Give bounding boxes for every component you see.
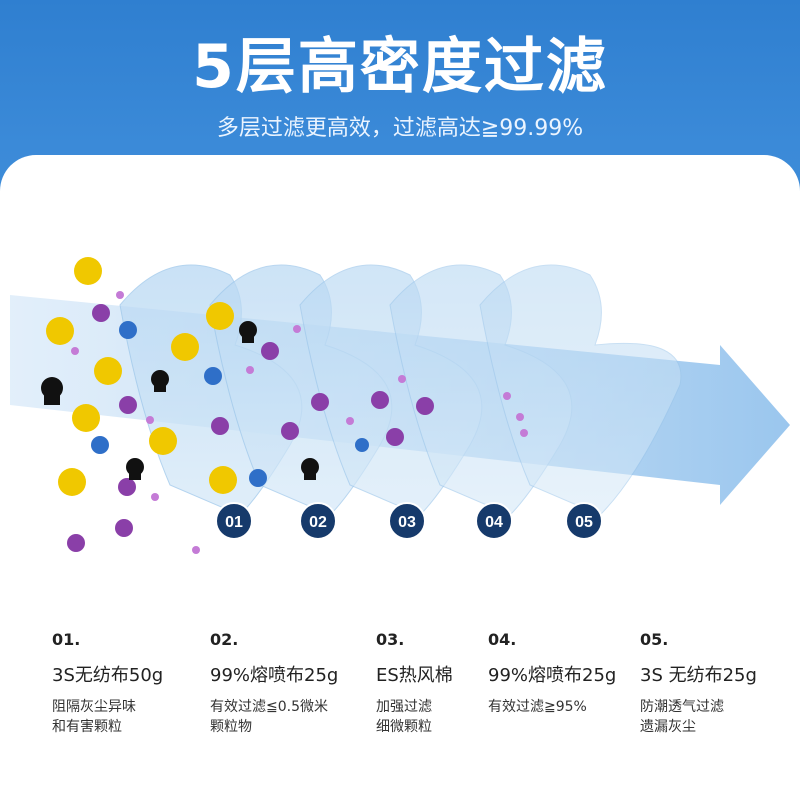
layer-badge-05 bbox=[565, 502, 603, 540]
layer-number: 03. bbox=[376, 630, 405, 649]
layer-badge-01 bbox=[215, 502, 253, 540]
pollen-particle bbox=[211, 417, 229, 435]
dust-particle bbox=[74, 257, 102, 285]
layer-badge-04 bbox=[475, 502, 513, 540]
pollen-particle bbox=[92, 304, 110, 322]
mask-layer-5 bbox=[479, 264, 682, 516]
layer-badge-04-label: 04 bbox=[485, 514, 503, 531]
virus-skull-icon bbox=[41, 321, 319, 480]
layer-info-01: 01. 3S无纺布50g 阻隔灰尘异味 和有害颗粒 bbox=[52, 630, 202, 737]
dust-particle bbox=[171, 333, 199, 361]
layer-info-03: 03. ES热风棉 加强过滤 细微颗粒 bbox=[376, 630, 526, 737]
layer-description: 加强过滤 细微颗粒 bbox=[376, 699, 432, 735]
layer-badge-01-label: 01 bbox=[225, 514, 243, 531]
layer-number: 02. bbox=[210, 630, 239, 649]
pollen-particle bbox=[281, 422, 299, 440]
dust-particle bbox=[149, 427, 177, 455]
pollen-particle bbox=[416, 397, 434, 415]
page-title: 5层高密度过滤 bbox=[192, 32, 608, 102]
page-subtitle: 多层过滤更高效，过滤高达≧99.99% bbox=[216, 116, 584, 141]
layer-name: 3S 无纺布25g bbox=[640, 665, 757, 686]
pollen-particle bbox=[311, 393, 329, 411]
layer-description: 有效过滤≧95% bbox=[488, 699, 587, 715]
pollen-particle bbox=[67, 534, 85, 552]
dust-particle bbox=[46, 317, 74, 345]
layer-description: 防潮透气过滤 遗漏灰尘 bbox=[640, 699, 724, 735]
dust-particle bbox=[72, 404, 100, 432]
layer-description: 阻隔灰尘异味 和有害颗粒 bbox=[52, 699, 136, 735]
pollen-particle bbox=[118, 478, 136, 496]
dust-particle bbox=[209, 466, 237, 494]
layer-badge-05-label: 05 bbox=[575, 514, 593, 531]
layer-number: 04. bbox=[488, 630, 517, 649]
dust-particle bbox=[94, 357, 122, 385]
layer-badge-02 bbox=[299, 502, 337, 540]
pollen-particle bbox=[371, 391, 389, 409]
filter-illustration: 01 02 03 04 05 bbox=[10, 257, 790, 554]
layer-badges: 01 02 03 04 05 bbox=[215, 502, 603, 540]
particles bbox=[41, 257, 528, 554]
layer-descriptions: 01. 3S无纺布50g 阻隔灰尘异味 和有害颗粒 02. 99%熔喷布25g … bbox=[0, 630, 800, 770]
layer-info-05: 05. 3S 无纺布25g 防潮透气过滤 遗漏灰尘 bbox=[640, 630, 790, 737]
layer-name: 99%熔喷布25g bbox=[488, 665, 617, 686]
pollen-particle bbox=[115, 519, 133, 537]
layer-badge-03 bbox=[388, 502, 426, 540]
layer-badge-02-label: 02 bbox=[309, 514, 327, 531]
layer-info-04: 04. 99%熔喷布25g 有效过滤≧95% bbox=[488, 630, 638, 717]
layer-name: 99%熔喷布25g bbox=[210, 665, 339, 686]
dust-particle bbox=[58, 468, 86, 496]
layer-number: 05. bbox=[640, 630, 669, 649]
pollen-particle bbox=[386, 428, 404, 446]
layer-number: 01. bbox=[52, 630, 81, 649]
layer-info-02: 02. 99%熔喷布25g 有效过滤≦0.5微米 颗粒物 bbox=[210, 630, 360, 737]
layer-description: 有效过滤≦0.5微米 颗粒物 bbox=[210, 699, 328, 735]
germ-icon bbox=[91, 321, 369, 487]
pollen-particle bbox=[261, 342, 279, 360]
layer-name: 3S无纺布50g bbox=[52, 665, 164, 686]
pollen-particle bbox=[119, 396, 137, 414]
layer-name: ES热风棉 bbox=[376, 665, 453, 686]
dust-particle bbox=[206, 302, 234, 330]
layer-badge-03-label: 03 bbox=[398, 514, 416, 531]
